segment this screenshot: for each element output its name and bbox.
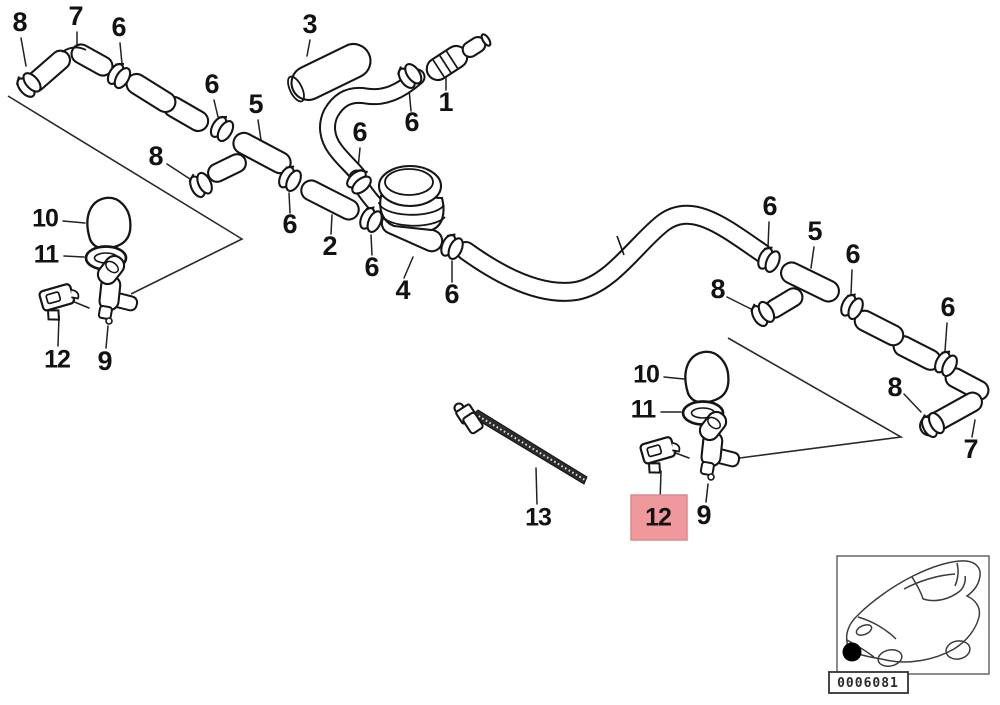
- cable-tie-13: [453, 402, 588, 485]
- part-callout-7[interactable]: 7: [68, 1, 83, 31]
- part-callout-2[interactable]: 2: [322, 231, 337, 261]
- part-callout-6[interactable]: 6: [352, 117, 367, 147]
- nozzle-cap-10: [82, 193, 135, 252]
- part-callout-8[interactable]: 8: [887, 372, 902, 402]
- part-callout-8[interactable]: 8: [710, 274, 725, 304]
- location-dot: [842, 642, 862, 662]
- part-callout-8[interactable]: 8: [12, 7, 27, 37]
- part-callout-10[interactable]: 10: [32, 205, 59, 233]
- part-callout-5[interactable]: 5: [248, 89, 263, 119]
- part-callout-6[interactable]: 6: [364, 252, 379, 282]
- part-callout-11[interactable]: 11: [34, 241, 61, 269]
- part-callout-1[interactable]: 1: [438, 87, 453, 117]
- part-callout-3[interactable]: 3: [302, 9, 317, 39]
- part-callout-6[interactable]: 6: [845, 239, 860, 269]
- part-callout-7[interactable]: 7: [963, 434, 978, 464]
- retaining-clip-12: [638, 433, 686, 477]
- part-callout-6[interactable]: 6: [204, 69, 219, 99]
- part-callout-12-highlighted[interactable]: 12: [645, 504, 672, 532]
- sleeve-3: [287, 42, 372, 103]
- connector-1: [425, 33, 492, 82]
- car-sketch: [846, 560, 981, 667]
- part-callout-4[interactable]: 4: [395, 275, 410, 305]
- part-callout-6[interactable]: 6: [444, 279, 459, 309]
- part-callout-11[interactable]: 11: [631, 396, 658, 424]
- highlight-box: [630, 494, 688, 541]
- nozzle-cap-10: [680, 347, 733, 406]
- distributor-valve-4: [377, 164, 446, 253]
- part-callout-9[interactable]: 9: [696, 500, 711, 530]
- hose-segment: [125, 72, 177, 114]
- hose-2: [300, 179, 360, 221]
- part-callout-6[interactable]: 6: [111, 12, 126, 42]
- part-callout-6[interactable]: 6: [282, 209, 297, 239]
- part-callout-10[interactable]: 10: [633, 361, 660, 389]
- part-callout-6[interactable]: 6: [404, 107, 419, 137]
- part-callout-13[interactable]: 13: [525, 504, 552, 532]
- t-fitting-5-right: [764, 261, 840, 319]
- part-callout-8[interactable]: 8: [148, 141, 163, 171]
- locating-wedge-left: [7, 95, 244, 309]
- image-code-box: 0006081: [828, 671, 909, 694]
- part-callout-6[interactable]: 6: [940, 292, 955, 322]
- part-callout-9[interactable]: 9: [97, 346, 112, 376]
- hose-clamps: [11, 58, 962, 441]
- image-code: 0006081: [837, 676, 899, 691]
- callout-leader-lines: [20, 31, 976, 505]
- part-callouts: 8 7 6 6 5 3 6 6 1 8 6 2 6 4 6 6 5 8 6 6 …: [12, 1, 978, 531]
- part-callout-12[interactable]: 12: [44, 346, 71, 374]
- part-callout-6[interactable]: 6: [762, 191, 777, 221]
- part-callout-5[interactable]: 5: [807, 216, 822, 246]
- car-location-inset: 0006081: [828, 555, 990, 694]
